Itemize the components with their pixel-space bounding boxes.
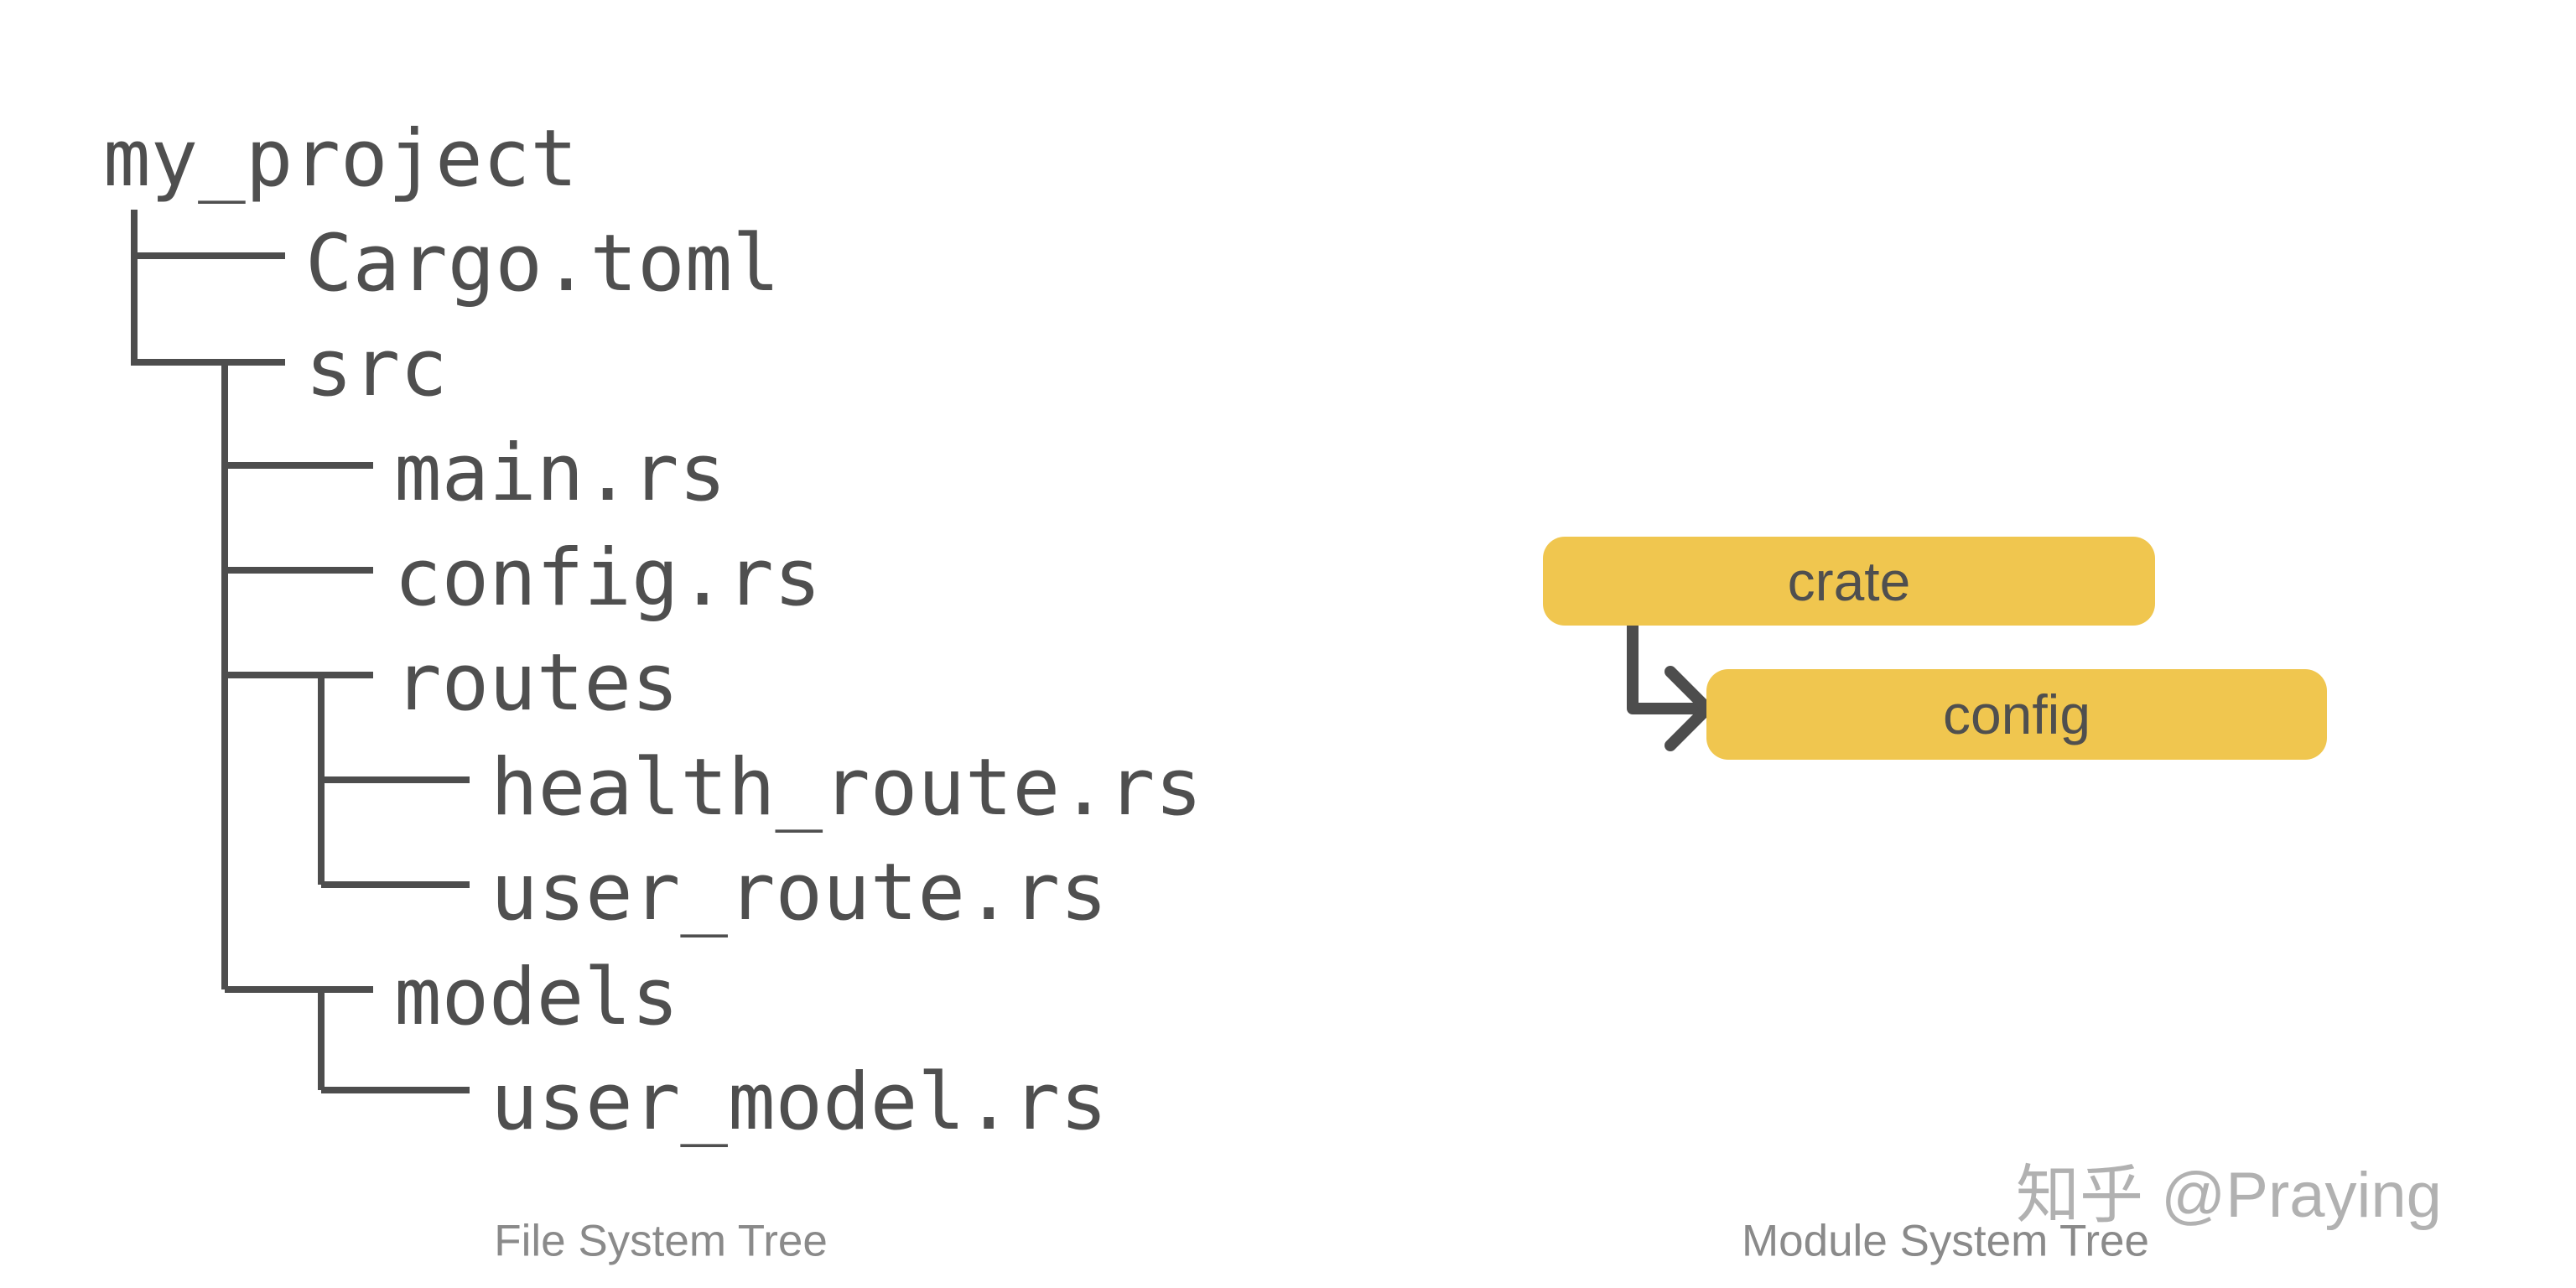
tree-node-src: src — [305, 323, 448, 414]
tree-node-main-rs: main.rs — [394, 428, 727, 519]
tree-node-user-model: user_model.rs — [491, 1057, 1108, 1148]
file-tree-caption: File System Tree — [494, 1216, 828, 1266]
tree-node-routes: routes — [394, 637, 679, 729]
tree-node-models: models — [394, 952, 679, 1043]
tree-node-user-route: user_route.rs — [491, 847, 1108, 938]
tree-node-cargo-toml: Cargo.toml — [305, 218, 780, 309]
tree-node-config-rs: config.rs — [394, 532, 822, 624]
module-box-crate-label: crate — [1787, 550, 1911, 612]
module-tree-caption: Module System Tree — [1741, 1216, 2150, 1266]
module-box-config: config — [1706, 669, 2327, 760]
tree-node-my-project: my_project — [103, 113, 578, 205]
tree-node-health-route: health_route.rs — [491, 742, 1202, 834]
module-box-crate: crate — [1543, 537, 2155, 626]
crate-to-config-arrow — [1627, 619, 1713, 751]
module-box-config-label: config — [1942, 683, 2091, 745]
file-tree-branch-lines — [131, 210, 470, 1093]
watermark: 知乎 @Praying — [2016, 1160, 2442, 1231]
